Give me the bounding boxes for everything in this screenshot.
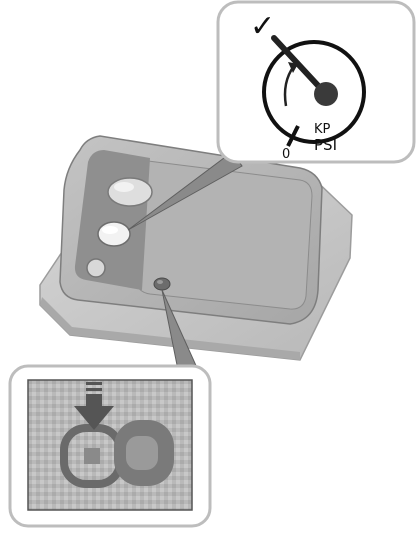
gauge-zero-label: 0 — [282, 147, 290, 162]
device-led-hole — [154, 278, 170, 290]
gauge-unit-bottom: PSI — [314, 136, 337, 154]
gauge-needle-hub — [314, 82, 338, 106]
check-icon: ✓ — [250, 9, 275, 44]
device-upper-window — [108, 178, 152, 206]
device — [40, 136, 352, 360]
device-indicator-lens — [87, 259, 105, 277]
gauge-unit-top: KP — [314, 122, 331, 137]
device-gauge-window — [98, 222, 130, 246]
